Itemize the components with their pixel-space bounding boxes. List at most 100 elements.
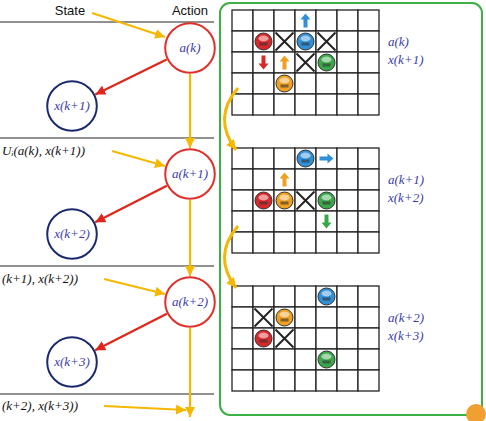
grid-cell <box>358 94 379 115</box>
blocked-cell <box>297 54 315 72</box>
utility-label: (k+1), x(k+2)) <box>2 272 78 286</box>
grid-cell <box>253 307 274 328</box>
column-header: Action <box>172 4 208 18</box>
grid-cell <box>358 169 379 190</box>
grid-cell <box>316 73 337 94</box>
blocked-cell <box>276 33 294 51</box>
grid-cell <box>232 148 253 169</box>
grid-cell <box>274 370 295 391</box>
grid-cell <box>358 328 379 349</box>
grid-cell <box>337 370 358 391</box>
grid-cell <box>274 73 295 94</box>
grid-cell <box>274 169 295 190</box>
transition-arrow <box>95 59 166 94</box>
grid-cell <box>295 169 316 190</box>
grid-world <box>232 286 379 391</box>
grid-cell <box>316 31 337 52</box>
robot-agent <box>318 192 335 209</box>
grid-cell <box>295 328 316 349</box>
grid-cell <box>295 349 316 370</box>
grid-cell <box>274 94 295 115</box>
move-arrow <box>280 56 290 70</box>
grid-cell <box>253 94 274 115</box>
move-arrow <box>259 56 269 70</box>
grid-cell <box>295 307 316 328</box>
grid-cell <box>316 232 337 253</box>
action-sequence-arrow <box>189 200 191 276</box>
grid-cell <box>295 190 316 211</box>
grid-cell <box>337 31 358 52</box>
grid-cell <box>253 190 274 211</box>
grid-cell <box>316 10 337 31</box>
grid-cell <box>274 190 295 211</box>
action-circle: a(k) <box>164 22 216 74</box>
state-circle: x(k+2) <box>46 208 98 260</box>
grid-cell <box>253 349 274 370</box>
grid-cell <box>337 328 358 349</box>
panel-label: a(k+1) <box>388 173 424 187</box>
grid-worlds <box>232 10 379 391</box>
grid-cell <box>253 232 274 253</box>
grid-cell <box>232 370 253 391</box>
node-label: x(k+2) <box>54 226 89 242</box>
grid-cell <box>253 148 274 169</box>
grid-cell <box>358 190 379 211</box>
grid-cell <box>253 169 274 190</box>
move-arrow <box>301 14 311 28</box>
grid-cell <box>232 286 253 307</box>
transition-arrows <box>224 88 238 288</box>
grid-cell <box>316 349 337 370</box>
state-circle: x(k+1) <box>46 80 98 132</box>
grid-cell <box>274 148 295 169</box>
grid-cell <box>337 10 358 31</box>
grid-cell <box>253 370 274 391</box>
page-badge <box>466 404 486 421</box>
grid-cell <box>274 232 295 253</box>
grid-cell <box>295 370 316 391</box>
node-label: x(k+3) <box>54 354 89 370</box>
grid-cell <box>232 10 253 31</box>
grid-cell <box>295 94 316 115</box>
grid-cell <box>232 52 253 73</box>
node-label: a(k+2) <box>172 294 208 310</box>
grid-cell <box>358 307 379 328</box>
grid-cell <box>358 52 379 73</box>
grid-cell <box>274 52 295 73</box>
grid-cell <box>337 190 358 211</box>
grid-cell <box>337 52 358 73</box>
stage-separators <box>0 22 214 394</box>
grid-cell <box>232 31 253 52</box>
grid-cell <box>358 73 379 94</box>
grid-cell <box>337 232 358 253</box>
grid-cell <box>232 349 253 370</box>
grid-cell <box>295 52 316 73</box>
grid-cell <box>316 148 337 169</box>
grid-cell <box>274 31 295 52</box>
grid-cell <box>337 169 358 190</box>
grid-cell <box>274 286 295 307</box>
grid-cell <box>358 232 379 253</box>
move-arrow <box>280 173 290 187</box>
grid-cell <box>358 211 379 232</box>
grid-cell <box>337 211 358 232</box>
utility-label: (k+2), x(k+3)) <box>2 399 78 413</box>
robot-agent <box>276 192 293 209</box>
grid-cell <box>316 286 337 307</box>
grid-cell <box>253 31 274 52</box>
robot-agent <box>255 192 272 209</box>
grid-cell <box>358 10 379 31</box>
grid-cell <box>232 307 253 328</box>
grid-cell <box>316 94 337 115</box>
grid-cell <box>253 286 274 307</box>
grid-cell <box>316 370 337 391</box>
grid-cell <box>253 10 274 31</box>
grid-cell <box>358 370 379 391</box>
action-circle: a(k+1) <box>164 148 216 200</box>
node-label: a(k) <box>180 40 201 56</box>
grid-cell <box>232 232 253 253</box>
grid-cell <box>337 148 358 169</box>
simulation-panel <box>220 3 482 415</box>
panel-label: x(k+2) <box>388 191 423 205</box>
grid-cell <box>358 148 379 169</box>
robot-agent <box>255 330 272 347</box>
